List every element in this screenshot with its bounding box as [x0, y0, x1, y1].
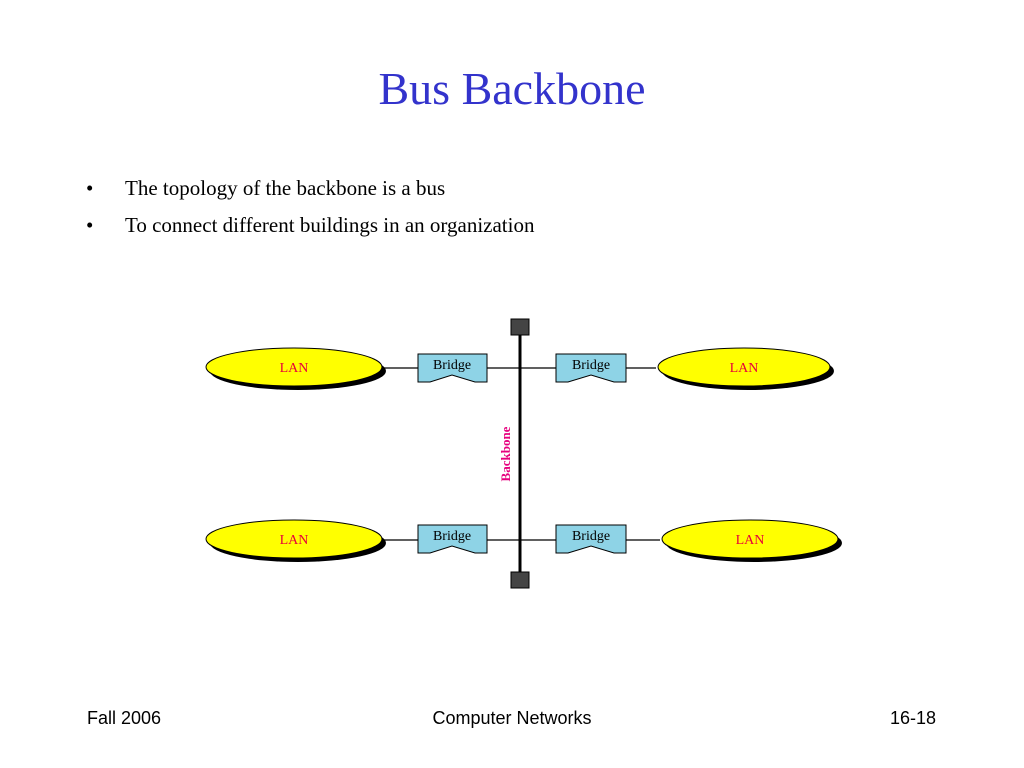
bridge-node: Bridge: [417, 524, 488, 554]
bullet-dot: •: [86, 213, 94, 237]
slide-title: Bus Backbone: [378, 63, 646, 114]
bullet-text: To connect different buildings in an org…: [125, 213, 535, 237]
lan-node: LAN: [205, 519, 386, 562]
bridge-label: Bridge: [433, 358, 471, 373]
lan-node: LAN: [205, 347, 386, 390]
bridge-node: Bridge: [555, 353, 627, 383]
bullet-text: The topology of the backbone is a bus: [125, 176, 446, 200]
lan-label: LAN: [280, 533, 309, 548]
footer-course: Computer Networks: [432, 708, 592, 728]
bridge-node: Bridge: [417, 353, 488, 383]
bullet-list: • The topology of the backbone is a bus …: [86, 174, 534, 248]
connection-lines: [384, 367, 660, 541]
bridge-node: Bridge: [555, 524, 627, 554]
top-terminator: [510, 318, 530, 336]
bottom-terminator: [510, 571, 530, 589]
lan-label: LAN: [736, 533, 765, 548]
bridge-label: Bridge: [433, 529, 471, 544]
bridge-label: Bridge: [572, 358, 610, 373]
footer-date: Fall 2006: [87, 708, 162, 728]
lan-label: LAN: [730, 361, 759, 376]
bullet-dot: •: [86, 176, 94, 200]
footer-slide-number: 16-18: [889, 708, 936, 728]
lan-label: LAN: [280, 361, 309, 376]
lan-node: LAN: [657, 347, 834, 390]
bridge-label: Bridge: [572, 529, 610, 544]
bullet-item: • To connect different buildings in an o…: [86, 211, 534, 248]
bullet-item: • The topology of the backbone is a bus: [86, 174, 534, 211]
backbone-label: Backbone: [498, 426, 513, 481]
lan-node: LAN: [661, 519, 842, 562]
